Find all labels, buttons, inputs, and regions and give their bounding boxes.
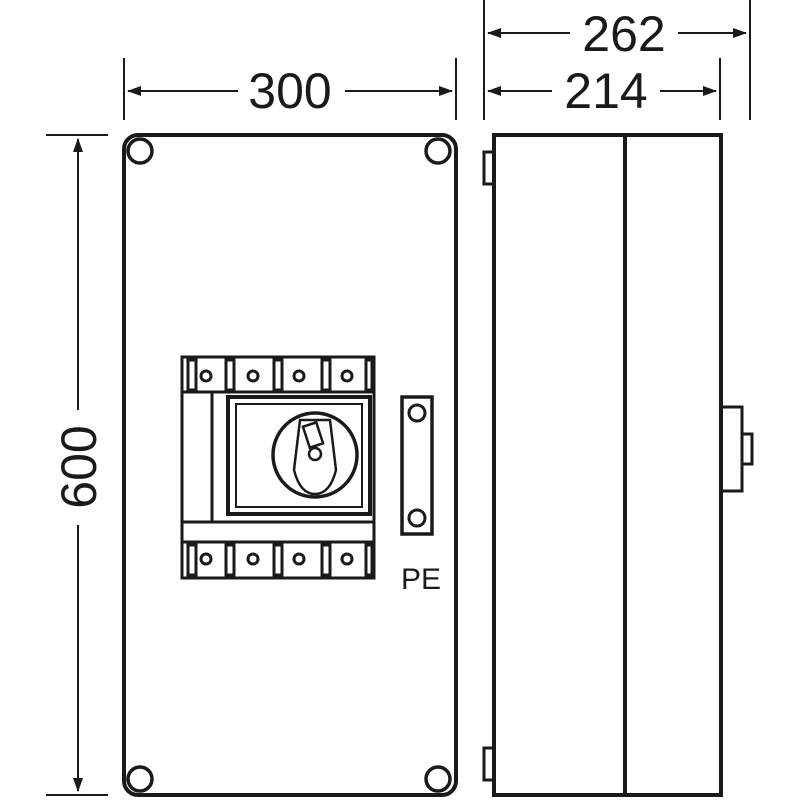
front-height-value: 600 [51,425,107,508]
top-terminals [186,358,374,392]
front-enclosure-outline [122,133,458,797]
bottom-terminals [186,543,374,577]
pe-label: PE [401,563,441,596]
hinge-top [482,150,496,186]
terminal-screw [199,552,213,566]
side-depth-dimensions [483,0,751,120]
rotary-handle [271,411,359,499]
side-depth-total-value: 262 [582,6,665,62]
switch-front-plate [226,395,372,516]
terminal-screw [246,552,260,566]
terminal-screw [292,552,306,566]
corner-screw-bottom-left [126,765,154,793]
terminal-screw [199,369,213,383]
terminal-screw [340,369,354,383]
corner-screw-bottom-right [424,765,452,793]
isolator-switch [180,355,376,580]
pe-terminal [400,395,434,536]
front-height-dimension [46,134,108,796]
side-handle [719,405,754,493]
terminal-screw [340,552,354,566]
corner-screw-top-left [126,137,154,165]
terminal-screw [292,369,306,383]
side-enclosure-outline [492,133,723,797]
front-width-value: 300 [248,63,331,119]
side-view [482,133,754,797]
corner-screw-top-right [424,137,452,165]
front-view [122,133,458,797]
front-width-dimension [123,58,457,120]
terminal-screw [246,369,260,383]
switch-body [180,355,376,580]
hinge-bottom [482,746,496,782]
side-depth-body-value: 214 [564,63,647,119]
